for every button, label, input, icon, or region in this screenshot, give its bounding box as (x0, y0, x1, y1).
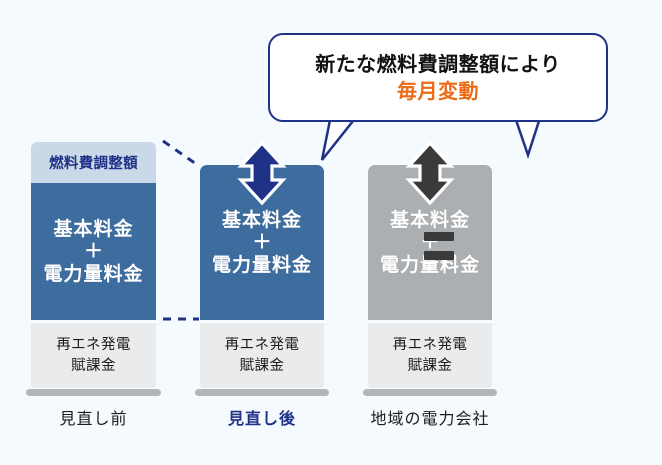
levy-label-line-2: 賦課金 (71, 357, 116, 374)
callout-line-2-highlight: 毎月変動 (397, 78, 479, 103)
base-charge-label: 基本料金 (221, 208, 302, 231)
plus-symbol: ＋ (252, 231, 272, 254)
column-before-caption: 見直し前 (59, 409, 128, 428)
levy-label-line-1: 再エネ発電 (56, 336, 131, 353)
callout-tail-right (514, 118, 541, 159)
column-after-segment-main: 基本料金 ＋ 電力量料金 (200, 165, 324, 320)
equals-bar-top (424, 232, 454, 241)
column-after-base-bar (195, 389, 329, 396)
column-before-segment-adjustment: 燃料費調整額 (31, 142, 156, 183)
levy-label-line-1: 再エネ発電 (392, 336, 468, 353)
column-regional-caption: 地域の電力会社 (370, 409, 490, 428)
equals-bar-bottom (424, 251, 454, 260)
column-regional-base-bar (363, 389, 497, 396)
column-before-segment-main: 基本料金 ＋ 電力量料金 (31, 183, 156, 320)
plus-symbol: ＋ (83, 240, 103, 263)
levy-label-line-2: 賦課金 (407, 357, 453, 374)
top-dashed-connector (162, 139, 200, 168)
column-regional-segment-levy: 再エネ発電 賦課金 (368, 322, 492, 388)
equals-sign (424, 232, 454, 260)
column-before-segment-levy: 再エネ発電 賦課金 (31, 322, 156, 388)
energy-charge-label: 電力量料金 (43, 262, 144, 285)
levy-label-line-2: 賦課金 (239, 357, 285, 374)
column-after-segment-levy: 再エネ発電 賦課金 (200, 322, 324, 388)
base-charge-label: 基本料金 (53, 217, 134, 240)
energy-charge-label: 電力量料金 (211, 253, 312, 276)
column-regional-segment-main: 基本料金 ＋ 電力量料金 (368, 165, 492, 320)
callout-tail-left (320, 118, 356, 161)
energy-charge-label: 電力量料金 (379, 253, 480, 276)
callout-line-1: 新たな燃料費調整額により (315, 51, 561, 76)
adjustment-label: 燃料費調整額 (49, 156, 138, 172)
levy-label-line-1: 再エネ発電 (224, 336, 300, 353)
column-after-caption: 見直し後 (227, 409, 296, 428)
callout-bubble: 新たな燃料費調整額により 毎月変動 (268, 33, 608, 122)
base-charge-label: 基本料金 (389, 208, 470, 231)
column-before-base-bar (26, 389, 161, 396)
